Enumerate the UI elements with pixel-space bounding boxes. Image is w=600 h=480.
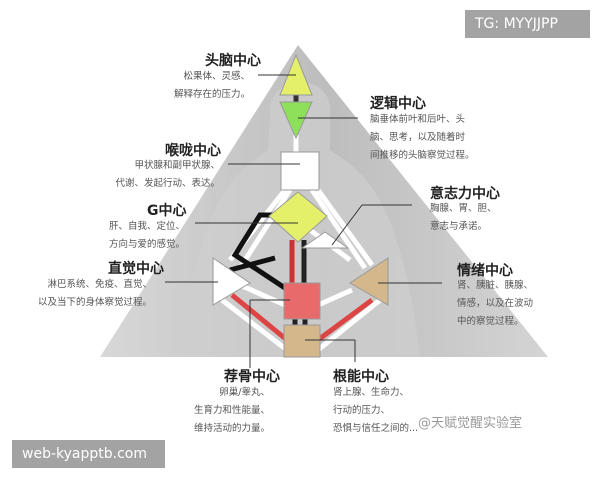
desc-line: 生育力和性能量、 <box>193 405 270 416</box>
root-center-title: 根能中心 <box>333 369 389 385</box>
throat-center-title: 喉咙中心 <box>165 143 221 159</box>
throat-center-desc: 甲状腺和副甲状腺、代谢、发起行动、表达。 <box>115 157 220 193</box>
desc-line: 情感，以及在波动 <box>457 298 534 309</box>
will-center-title: 意志力中心 <box>430 186 500 202</box>
root-center-desc: 肾上腺、生命力、行动的压力、恐惧与信任之间的... <box>333 384 418 438</box>
ajna-center-desc: 脑垂体前叶和后叶、头脑、思考，以及随着时间推移的头脑察觉过程。 <box>370 111 475 165</box>
sacral-center <box>283 282 321 320</box>
solar-plexus-center <box>349 257 389 306</box>
g-center-desc: 肝、自我、定位、方向与爱的感觉。 <box>109 218 185 254</box>
desc-line: 方向与爱的感觉。 <box>108 239 185 250</box>
spleen-center-desc: 淋巴系统、免疫、直觉、以及当下的身体察觉过程。 <box>38 276 152 312</box>
web-badge: web-kyapptb.com <box>12 440 165 468</box>
desc-line: 维持活动的力量。 <box>193 423 270 434</box>
will-center-desc: 胸腺、胃、胆、意志与承诺。 <box>430 200 497 236</box>
g-center-title: G中心 <box>147 203 187 219</box>
will-center <box>300 231 350 249</box>
desc-line: 肝、自我、定位、 <box>108 221 185 232</box>
root-center <box>283 324 321 358</box>
desc-line: 中的察觉过程。 <box>457 316 524 327</box>
desc-line: 恐惧与信任之间的... <box>333 423 419 434</box>
tg-badge: TG: MYYJJPP <box>465 10 590 38</box>
desc-line: 甲状腺和副甲状腺、 <box>134 160 220 171</box>
ajna-center <box>279 101 313 140</box>
sacral-center-title: 荐骨中心 <box>224 369 280 385</box>
desc-line: 卵巢/睾丸、 <box>219 387 270 398</box>
desc-line: 淋巴系统、免疫、直觉、 <box>47 279 152 290</box>
head-center-desc: 松果体、灵感、解释存在的压力。 <box>174 68 250 104</box>
g-center <box>268 191 328 243</box>
sacral-center-desc: 卵巢/睾丸、生育力和性能量、维持活动的力量。 <box>194 384 270 438</box>
ajna-center-title: 逻辑中心 <box>370 96 426 112</box>
desc-line: 脑垂体前叶和后叶、头 <box>370 114 466 125</box>
desc-line: 代谢、发起行动、表达。 <box>115 178 220 189</box>
head-center-title: 头脑中心 <box>205 53 261 69</box>
desc-line: 脑、思考，以及随着时 <box>370 132 466 143</box>
desc-line: 胸腺、胃、胆、 <box>430 203 497 214</box>
desc-line: 肾上腺、生命力、 <box>333 387 410 398</box>
desc-line: 以及当下的身体察觉过程。 <box>37 297 152 308</box>
solar-plexus-title: 情绪中心 <box>457 263 513 279</box>
desc-line: 意志与承诺。 <box>430 221 488 232</box>
desc-line: 解释存在的压力。 <box>173 89 250 100</box>
leader-lines <box>165 74 442 368</box>
desc-line: 间推移的头脑察觉过程。 <box>370 150 475 161</box>
watermark: @天赋觉醒实验室 <box>418 416 523 431</box>
spleen-center-title: 直觉中心 <box>108 261 164 277</box>
desc-line: 行动的压力、 <box>333 405 391 416</box>
desc-line: 松果体、灵感、 <box>183 71 250 82</box>
desc-line: 肾、胰脏、胰腺、 <box>457 280 534 291</box>
throat-center <box>280 151 320 191</box>
solar-plexus-desc: 肾、胰脏、胰腺、情感，以及在波动中的察觉过程。 <box>457 277 533 331</box>
